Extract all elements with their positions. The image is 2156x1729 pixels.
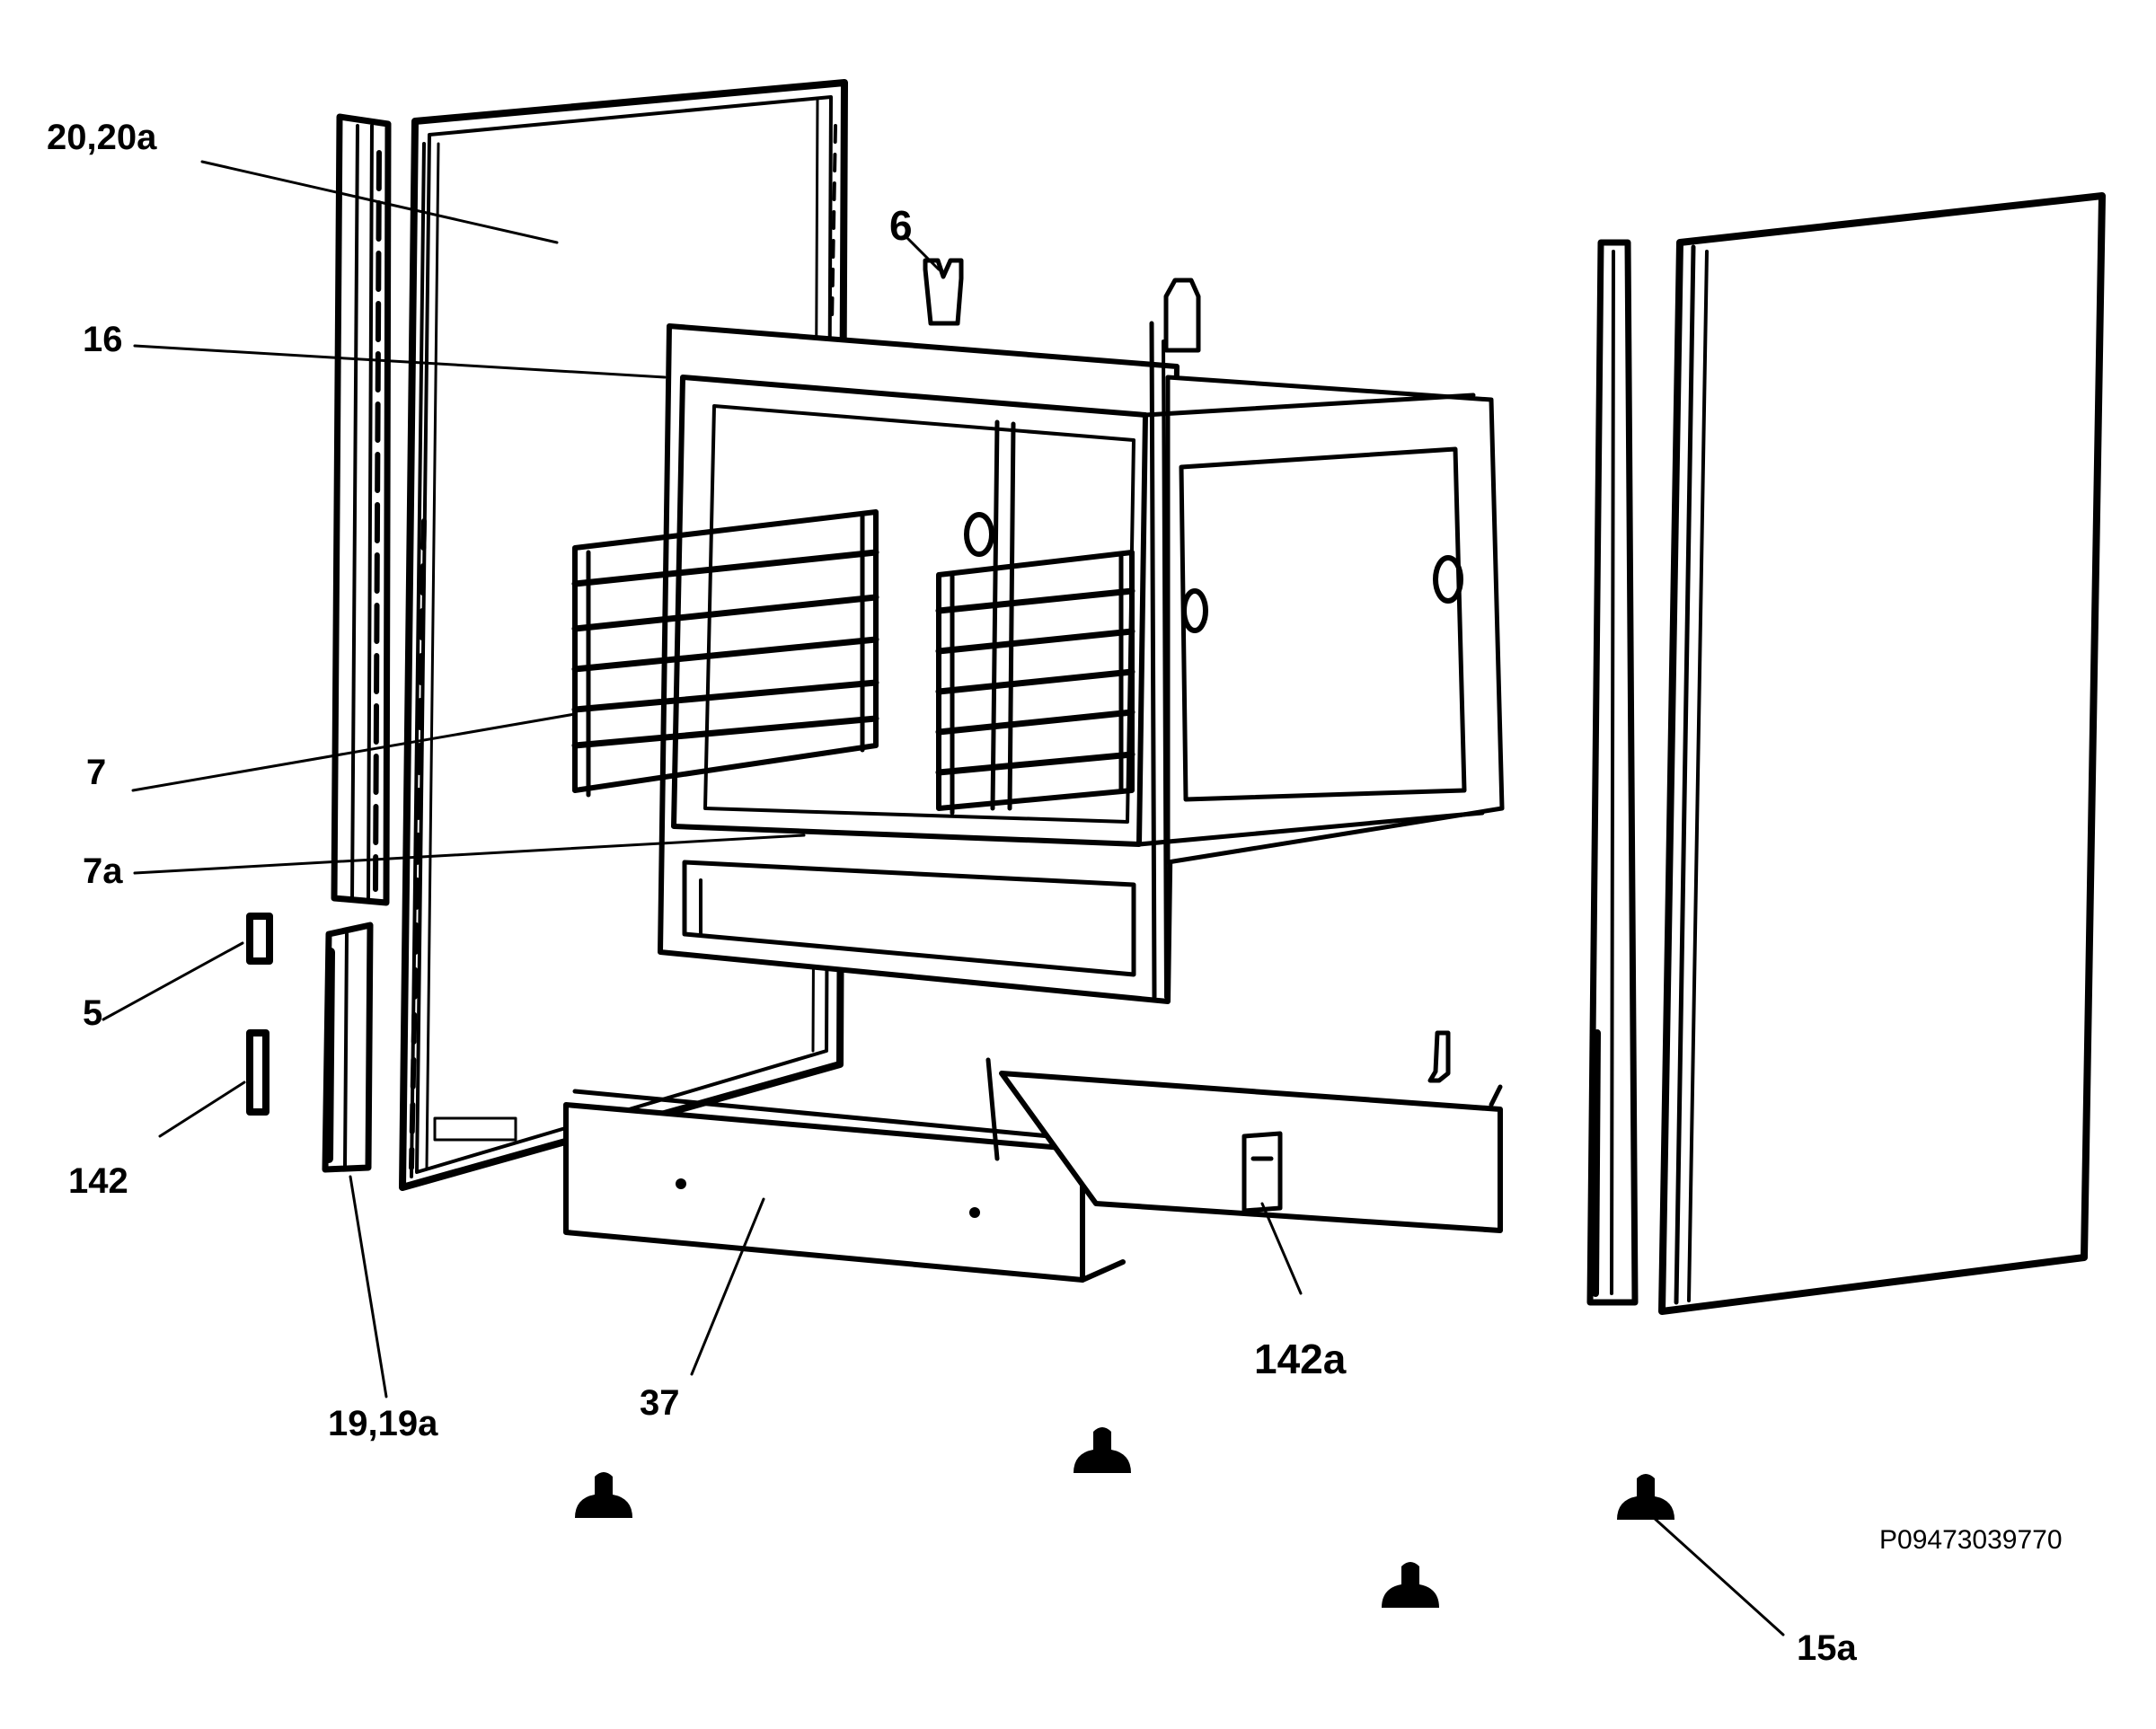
callout-5: 5 [83,993,103,1033]
feet [575,1427,1674,1608]
callout-6: 6 [889,202,913,249]
rear-lower-bar [985,1057,1503,1233]
callout-37: 37 [640,1383,680,1423]
right-front-strip [1586,239,1639,1306]
reference-code: P09473039770 [1879,1525,2063,1555]
right-side-panel [1658,192,2106,1315]
callout-7a: 7a [83,851,123,891]
leader-lines [102,160,1785,1636]
callout-16: 16 [83,320,123,359]
callout-19-19a: 19,19a [328,1404,438,1443]
callout-142: 142 [68,1161,128,1201]
oven-cavity [658,321,1505,1004]
callout-15a: 15a [1797,1628,1857,1668]
left-shelf-runner [571,509,879,798]
callout-142a: 142a [1254,1336,1347,1382]
left-front-strip [331,113,392,906]
top-clips [923,258,1451,1083]
callout-7: 7 [86,753,107,792]
callout-20-20a: 20,20a [47,118,157,157]
small-parts [246,913,273,1116]
left-lower-trim [322,922,374,1173]
right-shelf-runner [935,550,1135,816]
